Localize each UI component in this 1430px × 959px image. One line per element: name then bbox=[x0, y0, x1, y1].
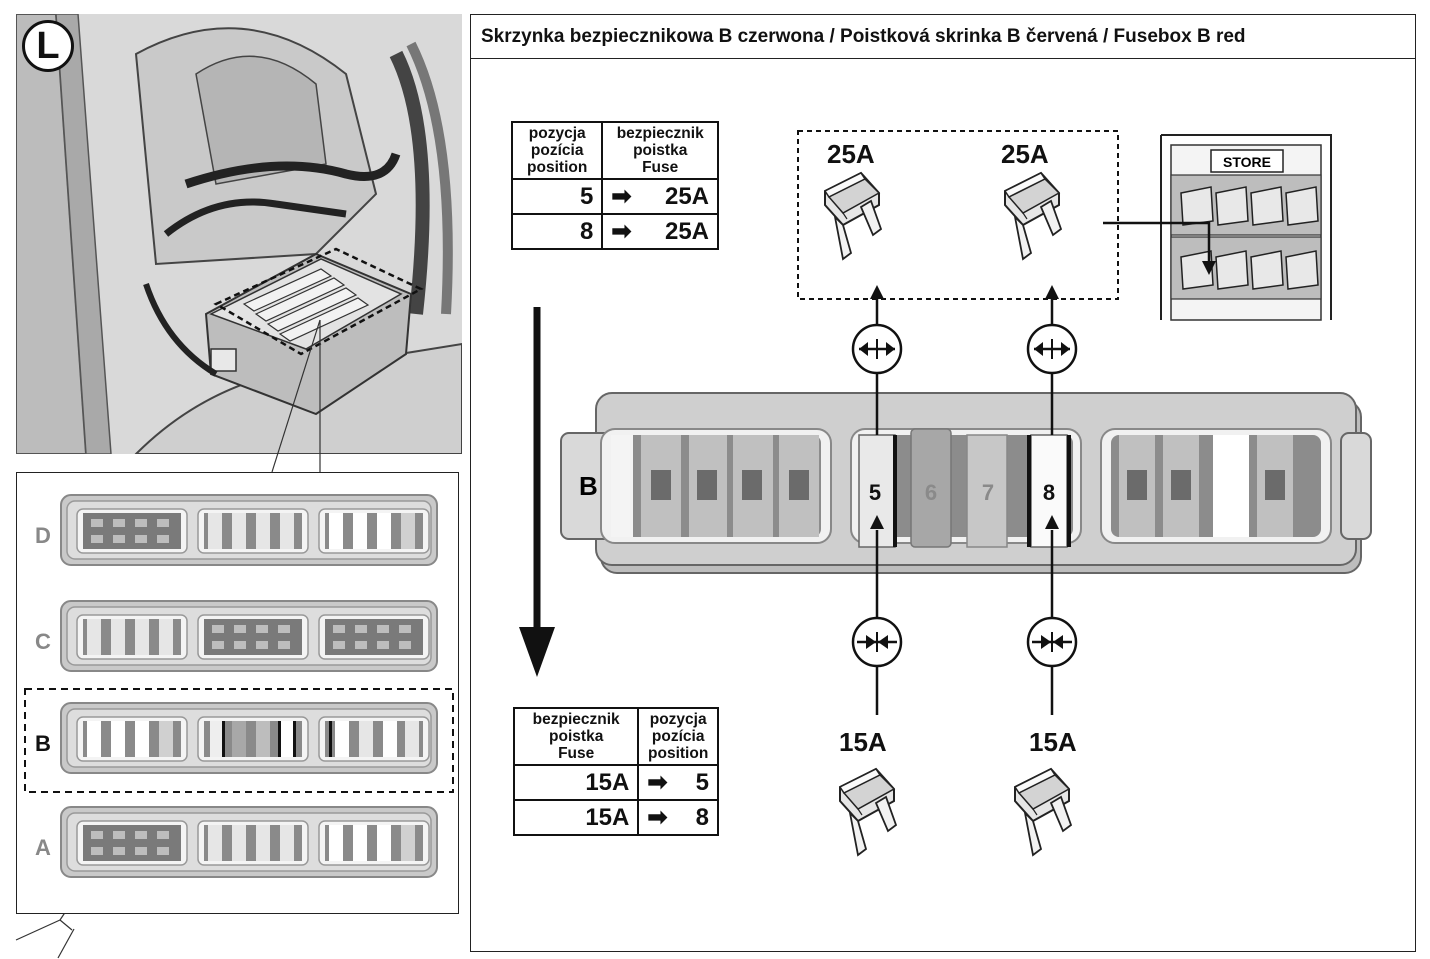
insert-row2-fuse: 15A bbox=[514, 800, 638, 835]
insert-table-row: 15A ➡ 5 bbox=[514, 765, 718, 800]
pull-out-icon-right bbox=[1028, 325, 1076, 373]
fusebox-overview-diagram: D C bbox=[17, 473, 460, 915]
pull-out-icon-left bbox=[853, 325, 901, 373]
remove-table-row: 5 ➡ 25A bbox=[512, 179, 718, 214]
fuse-removed-left-icon bbox=[825, 173, 881, 259]
store-label: STORE bbox=[1223, 154, 1271, 170]
insert-table-header-fuse: bezpiecznik poistka Fuse bbox=[514, 708, 638, 765]
fuse-inserted-right-label: 15A bbox=[1029, 729, 1077, 755]
slot-8-label: 8 bbox=[1043, 480, 1055, 505]
slot-6-label: 6 bbox=[925, 480, 937, 505]
arrow-right-icon: ➡ bbox=[638, 765, 675, 800]
insert-table-row: 15A ➡ 8 bbox=[514, 800, 718, 835]
fuse-inserted-right-icon bbox=[1015, 769, 1071, 855]
fusebox-b-label: B bbox=[579, 471, 598, 501]
push-in-icon-left bbox=[853, 618, 901, 666]
overview-box-a: A bbox=[35, 807, 437, 877]
car-interior-illustration bbox=[16, 14, 462, 454]
remove-row1-fuse: 25A bbox=[640, 179, 719, 214]
overview-label-c: C bbox=[35, 629, 51, 654]
arrow-right-icon: ➡ bbox=[602, 214, 639, 249]
fuse-removed-right-label: 25A bbox=[1001, 141, 1049, 167]
insert-fuse-table: bezpiecznik poistka Fuse pozycja pozícia… bbox=[513, 707, 719, 836]
fuse-removed-left-label: 25A bbox=[827, 141, 875, 167]
store-shelf-icon: STORE bbox=[1161, 135, 1331, 320]
overview-label-d: D bbox=[35, 523, 51, 548]
remove-table-header-position: pozycja pozícia position bbox=[512, 122, 602, 179]
fuse-inserted-left-label: 15A bbox=[839, 729, 887, 755]
remove-row2-fuse: 25A bbox=[640, 214, 719, 249]
insert-table-header-position: pozycja pozícia position bbox=[638, 708, 718, 765]
direction-arrow-head bbox=[519, 627, 555, 677]
remove-fuse-table: pozycja pozícia position bezpiecznik poi… bbox=[511, 121, 719, 250]
push-in-icon-right bbox=[1028, 618, 1076, 666]
slot-7-label: 7 bbox=[982, 480, 994, 505]
arrow-right-icon: ➡ bbox=[602, 179, 639, 214]
fusebox-b-panel: Skrzynka bezpiecznikowa B czerwona / Poi… bbox=[470, 14, 1416, 952]
remove-row1-position: 5 bbox=[512, 179, 602, 214]
insert-row1-position: 5 bbox=[675, 765, 718, 800]
remove-table-row: 8 ➡ 25A bbox=[512, 214, 718, 249]
fuse-removed-right-icon bbox=[1005, 173, 1061, 259]
overview-box-d: D bbox=[35, 495, 437, 565]
arrow-right-icon: ➡ bbox=[638, 800, 675, 835]
overview-box-c: C bbox=[35, 601, 437, 671]
remove-row2-position: 8 bbox=[512, 214, 602, 249]
remove-table-header-fuse: bezpiecznik poistka Fuse bbox=[602, 122, 718, 179]
overview-label-b: B bbox=[35, 731, 51, 756]
fusebox-b-detail: B 5 6 7 8 bbox=[561, 393, 1371, 573]
overview-box-b: B bbox=[35, 703, 437, 773]
fusebox-overview: D C bbox=[16, 472, 459, 914]
overview-label-a: A bbox=[35, 835, 51, 860]
location-badge: L bbox=[22, 20, 74, 72]
insert-row1-fuse: 15A bbox=[514, 765, 638, 800]
car-interior-photo bbox=[16, 14, 462, 454]
slot-5-label: 5 bbox=[869, 480, 881, 505]
fuse-inserted-left-icon bbox=[840, 769, 896, 855]
insert-row2-position: 8 bbox=[675, 800, 718, 835]
